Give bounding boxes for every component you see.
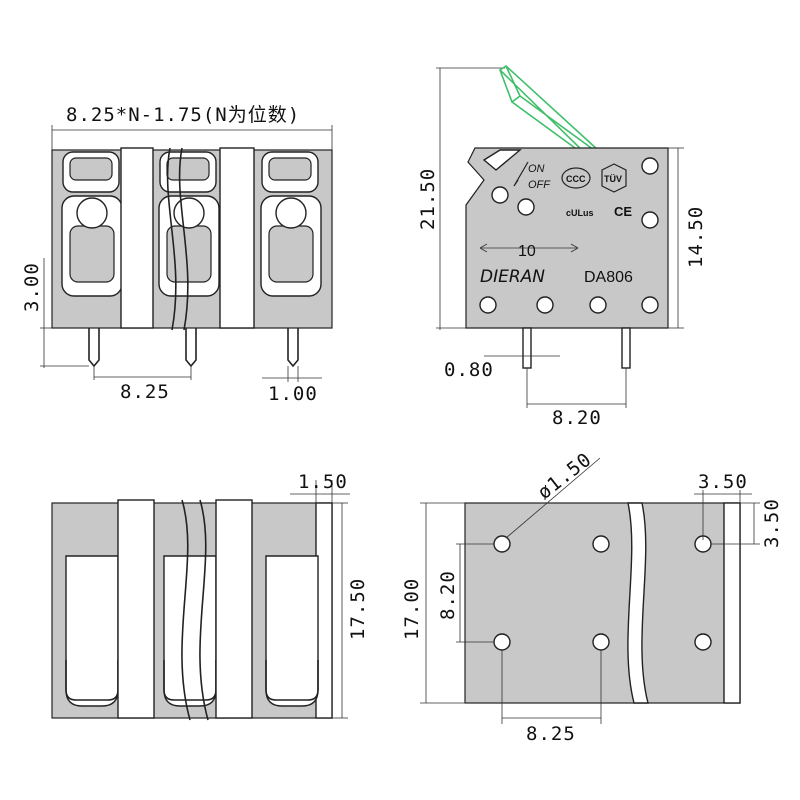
- hole-dia-label: ø1.50: [534, 448, 597, 504]
- bottom-body: [464, 502, 741, 704]
- back-pocket-2: [163, 555, 217, 707]
- switch-lever: [498, 64, 600, 158]
- tuv-mark: TÜV: [601, 163, 627, 193]
- formula-label: 8.25*N-1.75(N为位数): [66, 104, 300, 126]
- back-wall-label: 1.50: [298, 471, 348, 493]
- pin-hole-6: [694, 633, 712, 651]
- hole-edge-y-label: 3.50: [761, 498, 783, 548]
- pin-width-label: 1.00: [268, 383, 318, 405]
- ccc-mark: CCC: [561, 167, 591, 189]
- back-pocket-3: [265, 555, 319, 707]
- pin-hole-1: [493, 535, 511, 553]
- pin-hole-5: [592, 633, 610, 651]
- ce-label: CE: [614, 204, 632, 219]
- back-pocket-1: [65, 555, 119, 707]
- pin-hole-2: [592, 535, 610, 553]
- ul-label: cULus: [566, 208, 594, 218]
- front-pin-2: [185, 328, 197, 368]
- switch-on-label: ON: [528, 163, 545, 175]
- pin-height-label: 3.00: [21, 262, 43, 312]
- logo-pitch-label: 10: [518, 243, 536, 260]
- front-pole-2: [158, 151, 220, 297]
- pin-hole-4: [493, 633, 511, 651]
- bottom-depth-label: 17.00: [401, 578, 423, 640]
- model-label: DA806: [584, 269, 633, 286]
- front-pole-1: [61, 151, 123, 297]
- back-view: 1.50 17.50: [51, 471, 369, 721]
- tuv-label: TÜV: [604, 174, 622, 184]
- hole-row-gap-label: 8.20: [437, 570, 459, 620]
- brand-label: DIERAN: [480, 267, 545, 287]
- front-pitch-label: 8.25: [120, 381, 170, 403]
- side-pin-2: [621, 327, 631, 369]
- side-body: [465, 147, 669, 329]
- hole-edge-x-label: 3.50: [698, 471, 748, 493]
- body-height-label: 14.50: [685, 206, 707, 268]
- pin-thick-label: 0.80: [444, 359, 494, 381]
- front-pin-1: [88, 328, 100, 368]
- front-view: 8.25*N-1.75(N为位数): [21, 104, 333, 405]
- side-view: 21.50 ON OFF CCC TÜV cULus CE: [417, 64, 707, 429]
- front-pin-3: [287, 328, 299, 368]
- ccc-label: CCC: [566, 174, 586, 184]
- switch-off-label: OFF: [528, 179, 551, 191]
- total-height-label: 21.50: [417, 168, 439, 230]
- front-pole-3: [260, 151, 322, 297]
- bottom-view: ø1.50 17.00 8.20 3.50 3.50 8.25: [401, 448, 783, 745]
- hole-pitch-label: 8.25: [526, 723, 576, 745]
- side-pin-1: [522, 327, 532, 369]
- back-depth-label: 17.50: [347, 578, 369, 640]
- side-pin-span-label: 8.20: [552, 407, 602, 429]
